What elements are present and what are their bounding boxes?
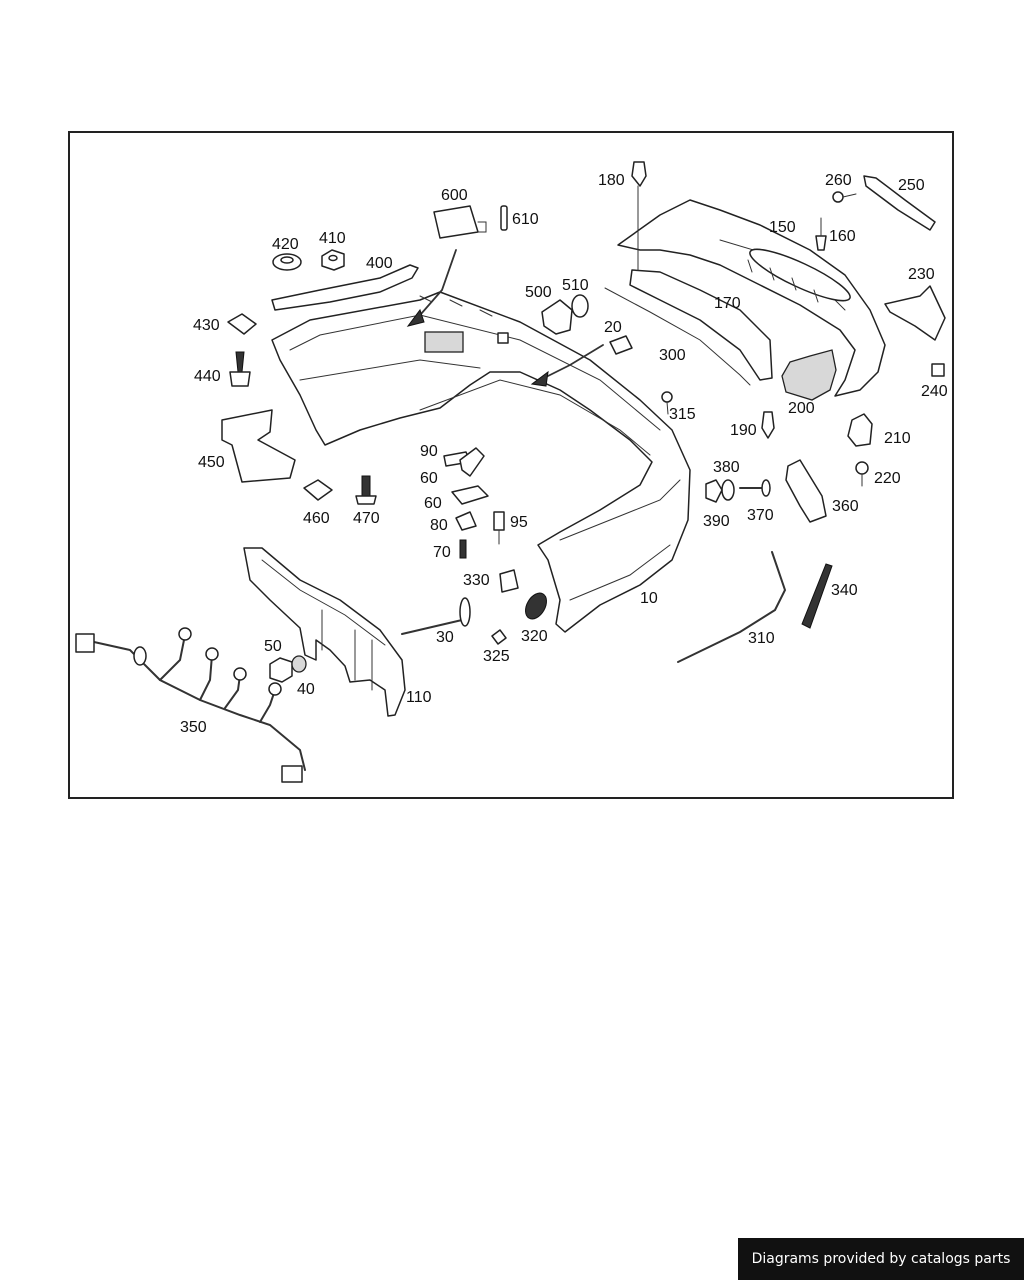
part-label: 20 xyxy=(604,319,622,336)
part-label: 110 xyxy=(406,689,432,706)
part-label: 150 xyxy=(769,219,796,236)
part-label: 470 xyxy=(353,510,380,527)
part-label: 330 xyxy=(463,572,490,589)
part-labels: 10 20 30 40 50 60 60 70 80 90 95 110 150… xyxy=(180,172,948,736)
part-label: 250 xyxy=(898,177,925,194)
diagram-frame xyxy=(68,131,954,799)
part-label: 410 xyxy=(319,230,346,247)
part-label: 160 xyxy=(829,228,856,245)
part-label: 400 xyxy=(366,255,393,272)
part-label: 390 xyxy=(703,513,730,530)
part-label: 430 xyxy=(193,317,220,334)
part-label: 60 xyxy=(424,495,442,512)
part-label: 60 xyxy=(420,470,438,487)
upper-rear-trim-drawing xyxy=(604,199,886,397)
part-label: 440 xyxy=(194,368,221,385)
part-label: 420 xyxy=(272,236,299,253)
part-label: 210 xyxy=(884,430,911,447)
part-label: 200 xyxy=(788,400,815,417)
part-label: 300 xyxy=(659,347,686,364)
bracket-450-drawing xyxy=(221,409,296,483)
part-label: 190 xyxy=(730,422,757,439)
part-label: 370 xyxy=(747,507,774,524)
part-label: 90 xyxy=(420,443,438,460)
part-label: 460 xyxy=(303,510,330,527)
part-label: 170 xyxy=(714,295,741,312)
part-label: 510 xyxy=(562,277,589,294)
part-label: 240 xyxy=(921,383,948,400)
part-label: 500 xyxy=(525,284,552,301)
part-label: 380 xyxy=(713,459,740,476)
part-label: 340 xyxy=(831,582,858,599)
bumper-cover-drawing xyxy=(271,291,691,633)
part-label: 350 xyxy=(180,719,207,736)
part-label: 40 xyxy=(297,681,315,698)
part-label: 80 xyxy=(430,517,448,534)
part-label: 220 xyxy=(874,470,901,487)
carrier-110-drawing xyxy=(243,547,406,717)
part-label: 10 xyxy=(640,590,658,607)
part-label: 320 xyxy=(521,628,548,645)
part-label: 180 xyxy=(598,172,625,189)
trim-400-drawing xyxy=(271,264,419,311)
part-label: 95 xyxy=(510,514,528,531)
part-label: 360 xyxy=(832,498,859,515)
part-label: 30 xyxy=(436,629,454,646)
part-label: 450 xyxy=(198,454,225,471)
part-label: 610 xyxy=(512,211,539,228)
part-label: 230 xyxy=(908,266,935,283)
part-label: 310 xyxy=(748,630,775,647)
small-parts-drawing xyxy=(227,161,946,683)
harness-350-drawing xyxy=(75,627,306,783)
part-label: 600 xyxy=(441,187,468,204)
part-label: 50 xyxy=(264,638,282,655)
part-label: 325 xyxy=(483,648,510,665)
part-label: 260 xyxy=(825,172,852,189)
credit-banner: Diagrams provided by catalogs parts xyxy=(738,1238,1024,1280)
part-label: 315 xyxy=(669,406,696,423)
part-label: 70 xyxy=(433,544,451,561)
